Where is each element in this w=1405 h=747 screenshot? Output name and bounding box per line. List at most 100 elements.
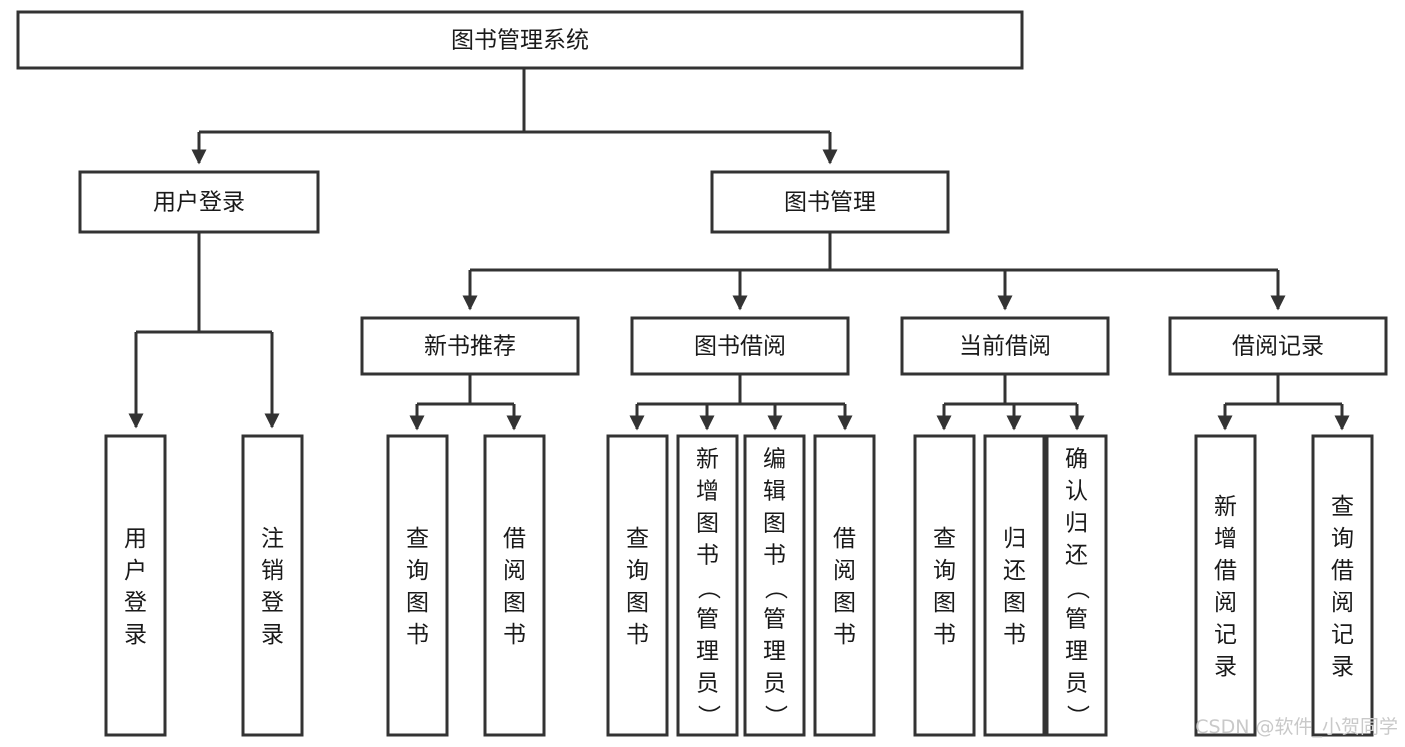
leaf-char: 新 bbox=[696, 447, 719, 473]
leaf-char: 书 bbox=[406, 622, 429, 648]
node-current-borrow[interactable]: 当前借阅 bbox=[900, 316, 1110, 376]
leaf-char: 编 bbox=[763, 447, 786, 473]
leaf-char: ） bbox=[1064, 705, 1090, 728]
node-borrow-record-label: 借阅记录 bbox=[1232, 334, 1324, 360]
node-user-login-label: 用户登录 bbox=[153, 190, 245, 216]
leaf-char: 录 bbox=[1331, 654, 1354, 680]
leaf-char: 理 bbox=[763, 639, 786, 665]
leaf-char: 用 bbox=[124, 526, 147, 552]
leaf-char: 员 bbox=[1065, 671, 1088, 697]
node-book-manage-label: 图书管理 bbox=[784, 190, 876, 216]
node-leaf-query-book-b-box[interactable] bbox=[606, 434, 669, 737]
node-leaf-user-login-box[interactable] bbox=[104, 434, 167, 737]
node-new-book-rec-label: 新书推荐 bbox=[424, 334, 516, 360]
leaf-char: 录 bbox=[261, 622, 284, 648]
node-leaf-confirm-return-box[interactable] bbox=[1045, 434, 1108, 737]
leaf-char: 询 bbox=[1331, 526, 1354, 552]
leaf-char: 图 bbox=[406, 590, 429, 616]
leaf-char: 书 bbox=[696, 543, 719, 569]
connector-group bbox=[128, 68, 1350, 431]
leaf-char: 还 bbox=[1065, 543, 1088, 569]
leaf-char: 阅 bbox=[503, 558, 526, 584]
node-leaf-edit-book-box[interactable] bbox=[743, 434, 806, 737]
leaf-char: 借 bbox=[1214, 558, 1237, 584]
leaf-char: 查 bbox=[406, 526, 429, 552]
leaf-char: 借 bbox=[1331, 558, 1354, 584]
leaf-char: 登 bbox=[124, 590, 147, 616]
leaf-char: 户 bbox=[124, 558, 147, 584]
leaf-char: 查 bbox=[626, 526, 649, 552]
node-leaf-user-login[interactable]: 用户登录 bbox=[104, 434, 167, 737]
leaf-char: 录 bbox=[124, 622, 147, 648]
leaf-char: 新 bbox=[1214, 494, 1237, 520]
node-user-login-box[interactable] bbox=[78, 170, 320, 234]
node-new-book-rec[interactable]: 新书推荐 bbox=[360, 316, 580, 376]
leaf-char: 书 bbox=[1003, 622, 1026, 648]
leaf-char: 书 bbox=[933, 622, 956, 648]
leaf-char: 借 bbox=[833, 526, 856, 552]
leaf-char: （ bbox=[695, 577, 721, 600]
node-root[interactable]: 图书管理系统 bbox=[16, 10, 1024, 70]
node-book-manage[interactable]: 图书管理 bbox=[710, 170, 950, 234]
node-borrow-record[interactable]: 借阅记录 bbox=[1168, 316, 1388, 376]
leaf-char: 书 bbox=[503, 622, 526, 648]
leaf-char: 增 bbox=[696, 479, 719, 505]
leaf-char: 阅 bbox=[833, 558, 856, 584]
leaf-char: 辑 bbox=[763, 479, 786, 505]
leaf-char: 管 bbox=[763, 607, 786, 633]
leaf-char: 认 bbox=[1065, 479, 1088, 505]
node-leaf-borrow-book-b-box[interactable] bbox=[813, 434, 876, 737]
leaf-char: 登 bbox=[261, 590, 284, 616]
node-leaf-add-record-box[interactable] bbox=[1194, 434, 1257, 737]
leaf-char: 图 bbox=[503, 590, 526, 616]
leaf-char: 归 bbox=[1065, 511, 1088, 537]
node-book-borrow-label: 图书借阅 bbox=[694, 334, 786, 360]
node-root-label: 图书管理系统 bbox=[451, 28, 589, 54]
node-root-box[interactable] bbox=[16, 10, 1024, 70]
leaf-char: 还 bbox=[1003, 558, 1026, 584]
leaf-char: 图 bbox=[1003, 590, 1026, 616]
node-book-borrow-box[interactable] bbox=[630, 316, 850, 376]
leaf-char: 书 bbox=[833, 622, 856, 648]
leaf-char: 注 bbox=[261, 526, 284, 552]
node-current-borrow-box[interactable] bbox=[900, 316, 1110, 376]
leaf-char: 理 bbox=[1065, 639, 1088, 665]
leaf-char: 查 bbox=[1331, 494, 1354, 520]
leaf-char: 借 bbox=[503, 526, 526, 552]
leaf-char: 图 bbox=[833, 590, 856, 616]
node-leaf-return-book-box[interactable] bbox=[983, 434, 1046, 737]
leaf-char: 录 bbox=[1214, 654, 1237, 680]
leaf-char: 图 bbox=[626, 590, 649, 616]
leaf-char: 管 bbox=[696, 607, 719, 633]
node-leaf-query-book-rec-box[interactable] bbox=[386, 434, 449, 737]
leaf-char: 增 bbox=[1214, 526, 1237, 552]
leaf-char: 询 bbox=[626, 558, 649, 584]
node-leaf-add-book-box[interactable] bbox=[676, 434, 739, 737]
node-book-borrow[interactable]: 图书借阅 bbox=[630, 316, 850, 376]
node-leaf-borrow-book-rec-box[interactable] bbox=[483, 434, 546, 737]
node-user-login[interactable]: 用户登录 bbox=[78, 170, 320, 234]
leaf-char: 询 bbox=[406, 558, 429, 584]
node-leaf-query-book-c-box[interactable] bbox=[913, 434, 976, 737]
leaf-char: 员 bbox=[696, 671, 719, 697]
leaf-char: 归 bbox=[1003, 526, 1026, 552]
node-leaf-query-record-box[interactable] bbox=[1311, 434, 1374, 737]
node-leaf-logout-box[interactable] bbox=[241, 434, 304, 737]
node-new-book-rec-box[interactable] bbox=[360, 316, 580, 376]
leaf-char: 记 bbox=[1331, 622, 1354, 648]
node-borrow-record-box[interactable] bbox=[1168, 316, 1388, 376]
node-book-manage-box[interactable] bbox=[710, 170, 950, 234]
